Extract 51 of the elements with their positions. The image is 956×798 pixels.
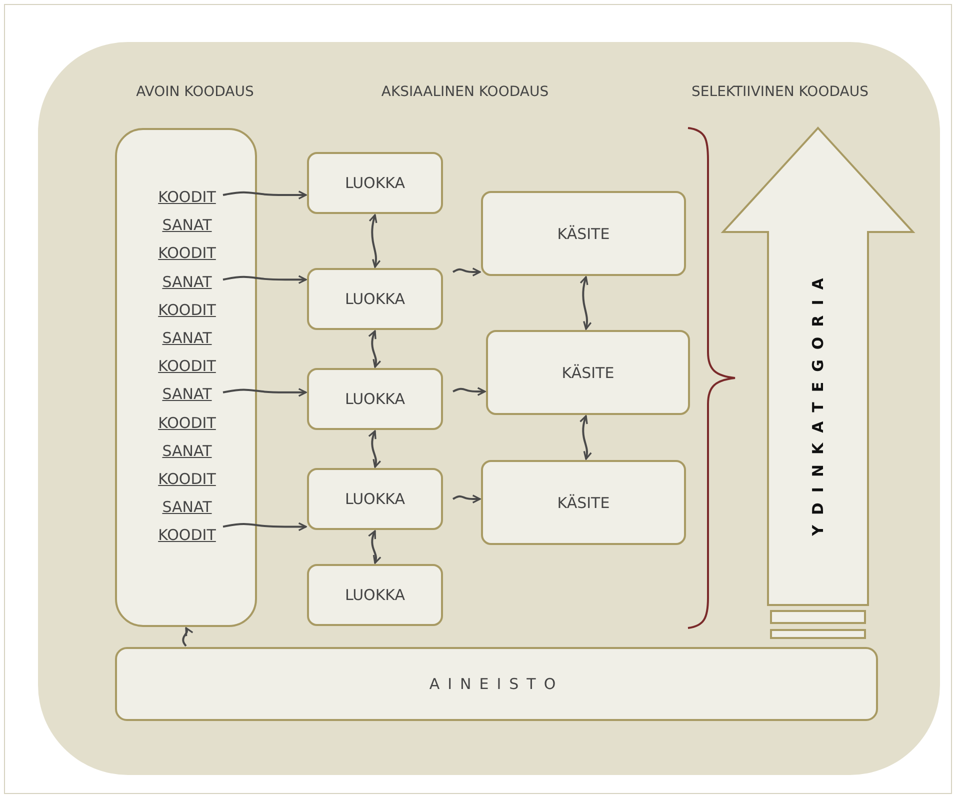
box-label: LUOKKA <box>344 490 406 508</box>
process-box <box>307 268 443 330</box>
arrow <box>222 275 307 284</box>
box-label: LUOKKA <box>344 586 406 604</box>
underlined-word: KOODIT <box>159 412 215 433</box>
arrow <box>182 627 194 647</box>
underlined-word: KOODIT <box>159 356 215 376</box>
underlined-word: SANAT <box>159 497 215 518</box>
arrow <box>368 214 381 268</box>
arrow <box>452 494 481 504</box>
arrow <box>579 415 592 460</box>
underlined-word: SANAT <box>159 215 215 236</box>
arrow <box>452 268 481 276</box>
underlined-word: SANAT <box>159 272 215 292</box>
column-heading: AKSIAALINEN KOODAUS <box>381 84 549 100</box>
arrow <box>580 276 592 330</box>
process-box <box>307 564 443 626</box>
arrow <box>368 330 382 368</box>
arrow <box>452 387 486 396</box>
column-heading: AVOIN KOODAUS <box>136 84 254 100</box>
process-box <box>486 330 690 415</box>
arrow <box>368 530 382 564</box>
up-arrow-shape <box>722 127 914 606</box>
process-box <box>307 368 443 430</box>
box-label: LUOKKA <box>344 290 406 308</box>
arrow <box>222 190 307 200</box>
underlined-word: SANAT <box>159 328 215 348</box>
process-box <box>307 468 443 530</box>
underlined-word: KOODIT <box>159 243 215 264</box>
source-band <box>115 647 878 721</box>
list-panel <box>115 128 257 627</box>
arrow <box>222 388 307 397</box>
box-label: KÄSITE <box>557 224 610 242</box>
process-box <box>481 191 686 276</box>
underlined-word: KOODIT <box>159 300 215 320</box>
underlined-word: KOODIT <box>159 469 215 489</box>
underlined-word: SANAT <box>159 384 215 404</box>
band-label: AINEISTO <box>429 675 564 693</box>
underlined-word: KOODIT <box>159 187 215 207</box>
box-label: KÄSITE <box>557 494 610 512</box>
column-heading: SELEKTIIVINEN KOODAUS <box>692 84 868 100</box>
box-label: LUOKKA <box>344 174 406 192</box>
box-label: KÄSITE <box>562 364 614 382</box>
process-box <box>307 152 443 214</box>
underlined-word: KOODIT <box>159 525 215 546</box>
box-label: LUOKKA <box>344 390 406 408</box>
arrow <box>222 522 307 532</box>
arrow <box>368 430 382 468</box>
underlined-word: SANAT <box>159 440 215 461</box>
process-box <box>481 460 686 545</box>
arrow-label: YDINKATEGORIA <box>809 268 827 536</box>
